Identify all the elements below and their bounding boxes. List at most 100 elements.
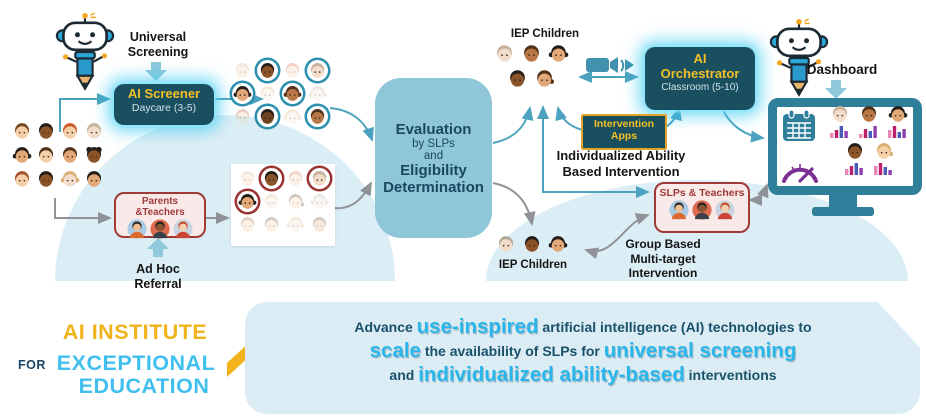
child-face	[309, 191, 330, 212]
ad-hoc-up-arrow	[147, 238, 169, 257]
child-face	[307, 106, 328, 127]
child-face	[261, 191, 282, 212]
gauge-icon	[782, 164, 818, 183]
arrow-children-slps-group	[584, 213, 650, 260]
universal-screening-label: Universal Screening	[127, 30, 189, 60]
child-face	[547, 233, 569, 255]
child-face	[11, 144, 33, 166]
monitor-base	[812, 207, 874, 216]
dashboard-child-chart	[844, 141, 865, 175]
child-face	[236, 191, 258, 212]
arrow-evaluation-to-iep	[492, 106, 534, 144]
ai-orchestrator-title: AI Orchestrator	[660, 51, 740, 81]
screened-children-group	[228, 60, 332, 129]
arrow-evaluation-to-iep-bottom	[492, 182, 536, 226]
dashboard-label: Dashboard	[806, 62, 878, 77]
child-face	[307, 83, 328, 104]
intervention-apps-box: Intervention Apps	[581, 114, 667, 150]
child-face	[237, 168, 258, 189]
mission-statement: Advance use-inspired artificial intellig…	[354, 315, 812, 386]
arrow-apps-to-children	[555, 106, 584, 131]
ai-orchestrator-box: AI Orchestrator Classroom (5-10)	[645, 47, 755, 110]
dashboard-child-chart	[859, 104, 879, 138]
child-face	[282, 83, 303, 104]
child-face	[11, 120, 33, 142]
evaluation-line5: Determination	[383, 178, 484, 196]
child-face	[285, 168, 306, 189]
arrow-children-to-screener	[59, 93, 111, 132]
child-face	[307, 60, 328, 81]
arrow-slps-children-elbow	[537, 105, 650, 198]
parents-teachers-box: Parents &Teachers	[114, 192, 206, 239]
child-face	[282, 106, 303, 127]
child-face	[35, 168, 57, 190]
universal-screening-down-arrow	[145, 62, 167, 81]
robot-icon	[55, 12, 115, 91]
child-face	[547, 42, 570, 65]
child-face	[232, 106, 253, 127]
dashboard-child-chart	[873, 141, 894, 175]
referred-children-group	[233, 168, 333, 237]
child-face	[261, 214, 282, 235]
child-face	[83, 120, 105, 142]
monitor-stand	[829, 193, 857, 209]
logo-for: FOR	[18, 358, 46, 372]
child-face	[232, 83, 253, 104]
child-face	[308, 168, 330, 189]
dashboard-down-arrow	[825, 80, 847, 99]
child-face	[35, 120, 57, 142]
robot-icon	[769, 18, 829, 97]
ai-screener-subtitle: Daycare (3-5)	[131, 101, 197, 114]
arrow-screened-to-evaluation	[329, 107, 374, 142]
adult-avatar	[127, 219, 147, 244]
parents-avatars	[116, 219, 204, 244]
child-face	[35, 144, 57, 166]
dashboard-children-charts	[820, 104, 918, 175]
arrow-children-to-parents	[54, 198, 112, 224]
child-face	[232, 60, 253, 81]
child-face	[59, 120, 81, 142]
child-face	[309, 214, 330, 235]
evaluation-line3: and	[423, 149, 444, 162]
group-based-intervention-label: Group Based Multi-target Intervention	[625, 237, 701, 281]
calendar-icon	[783, 109, 815, 141]
dashboard-child-chart	[888, 104, 908, 138]
child-face	[83, 144, 105, 166]
logo-exceptional: EXCEPTIONAL	[56, 351, 216, 375]
arrow-slps-monitor	[748, 183, 769, 206]
child-face	[257, 60, 278, 81]
iep-children-top-label: IEP Children	[510, 28, 580, 40]
iep-children-bottom-label: IEP Children	[498, 259, 568, 271]
adult-avatar	[715, 200, 735, 225]
unscreened-children-group	[8, 120, 108, 192]
individualized-intervention-label: Individualized Ability Based Interventio…	[556, 148, 686, 179]
child-face	[493, 42, 516, 65]
child-face	[285, 191, 306, 212]
adult-avatar	[669, 200, 689, 225]
child-face	[257, 106, 278, 127]
evaluation-line1: Evaluation	[395, 120, 472, 138]
dashboard-child-chart	[830, 104, 850, 138]
slps-teachers-box: SLPs & Teachers	[654, 182, 750, 233]
child-face	[11, 168, 33, 190]
slps-teachers-label: SLPs & Teachers	[659, 187, 745, 199]
child-face	[59, 144, 81, 166]
ai-screener-title: AI Screener	[127, 86, 201, 101]
child-face	[506, 67, 529, 90]
child-face	[521, 233, 543, 255]
child-face	[237, 214, 258, 235]
evaluation-box: Evaluation by SLPs and Eligibility Deter…	[375, 78, 492, 238]
camera-icon	[586, 57, 634, 73]
evaluation-line2: by SLPs	[412, 137, 455, 150]
child-face	[520, 42, 543, 65]
child-face	[282, 60, 303, 81]
iep-children-bottom-group	[490, 233, 574, 257]
robot-screener-icon	[52, 12, 118, 97]
child-face	[257, 83, 278, 104]
adult-avatar	[150, 219, 170, 244]
intervention-apps-label: Intervention Apps	[593, 118, 655, 143]
child-face	[59, 168, 81, 190]
ad-hoc-referral-label: Ad Hoc Referral	[134, 262, 182, 292]
arrow-orchestrator-to-monitor	[721, 107, 765, 143]
